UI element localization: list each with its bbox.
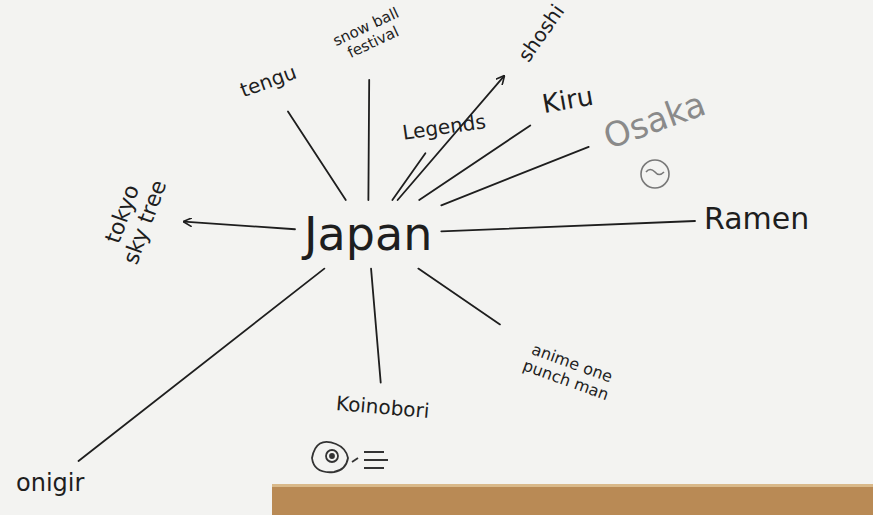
mind-map-topic: onigir xyxy=(12,466,88,500)
branch-line xyxy=(367,80,370,200)
branch-line xyxy=(371,269,381,383)
topic-text: snow ball festival xyxy=(319,0,419,70)
branch-line xyxy=(392,153,425,200)
mind-map-topic: Legends xyxy=(396,106,491,148)
topic-text: Koinobori xyxy=(335,392,430,422)
mind-map-topic: tengu xyxy=(232,56,304,107)
topic-text: Japan xyxy=(304,209,432,260)
mind-map-topic: Ramen xyxy=(700,198,813,239)
photo-edge-highlight xyxy=(272,484,873,487)
mind-map-topic: shoshi xyxy=(508,0,574,71)
branch-line xyxy=(441,147,588,205)
mind-map-topic: tokyo sky tree xyxy=(89,158,179,279)
branch-line xyxy=(288,111,346,200)
topic-text: onigir xyxy=(16,470,84,496)
branch-line xyxy=(79,269,325,461)
mind-map-topic: Osaka xyxy=(594,80,716,161)
branch-line xyxy=(441,221,695,231)
branch-line xyxy=(398,76,504,200)
topic-text: Kiru xyxy=(540,82,596,119)
topic-text: anime one punch man xyxy=(507,335,632,409)
topic-text: Ramen xyxy=(704,202,809,235)
central-topic: Japan xyxy=(300,205,436,264)
topic-text: Osaka xyxy=(599,85,711,156)
topic-text: shoshi xyxy=(514,0,569,65)
mind-map-topic: snow ball festival xyxy=(314,0,425,75)
topic-text: tokyo sky tree xyxy=(94,163,174,274)
koi-fish-doodle xyxy=(312,442,388,472)
branch-line xyxy=(184,222,295,230)
mind-map-topic: Koinobori xyxy=(331,388,435,427)
branch-line xyxy=(418,269,500,325)
osaka-doodle xyxy=(641,160,669,188)
topic-text: Legends xyxy=(401,110,487,143)
mind-map-topic: Kiru xyxy=(535,77,600,123)
mind-map-topic: anime one punch man xyxy=(501,329,636,413)
photo-edge xyxy=(272,484,873,515)
topic-text: tengu xyxy=(237,61,299,102)
